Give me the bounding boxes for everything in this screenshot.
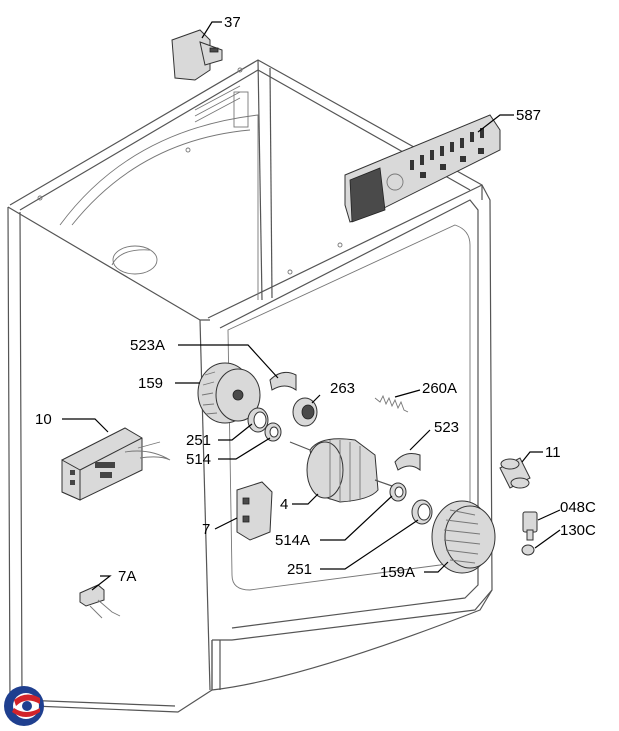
callout-labels: 37 587 523A 159 263 260A 10 251 514 523 … (35, 14, 596, 585)
callout-523A: 523A (130, 337, 165, 354)
part-514A-seal (389, 482, 407, 502)
callout-4: 4 (280, 496, 288, 513)
part-514-seal (264, 422, 282, 442)
part-11-capacitor (499, 457, 531, 489)
callout-514A: 514A (275, 532, 310, 549)
callout-260A: 260A (422, 380, 457, 397)
callout-251-right: 251 (287, 561, 312, 578)
callout-37: 37 (224, 14, 241, 31)
callout-523: 523 (434, 419, 459, 436)
part-37-bracket (171, 29, 223, 81)
part-260A-spring (374, 394, 409, 413)
part-048C-bolt (522, 511, 538, 541)
part-523A-bearing-holder (269, 371, 297, 391)
callout-10: 10 (35, 411, 52, 428)
callout-048C: 048C (560, 499, 596, 516)
callout-587: 587 (516, 107, 541, 124)
part-159A-impeller (431, 500, 496, 574)
part-7A-microswitch (79, 584, 121, 619)
part-263-pulley (292, 397, 318, 427)
part-523-bearing-holder (394, 453, 421, 472)
callout-11: 11 (545, 444, 561, 461)
callout-514-left: 514 (186, 451, 211, 468)
part-251-ring-right (411, 499, 433, 525)
callout-7A: 7A (118, 568, 136, 585)
part-7-switch (236, 481, 273, 541)
callout-263: 263 (330, 380, 355, 397)
leader-lines (62, 21, 561, 591)
brand-logo (4, 686, 44, 726)
callout-159A: 159A (380, 564, 415, 581)
callout-130C: 130C (560, 522, 596, 539)
callout-251-left: 251 (186, 432, 211, 449)
part-251-ring (247, 407, 269, 433)
part-130C-nut (521, 544, 535, 556)
callout-7: 7 (202, 521, 210, 538)
callout-159: 159 (138, 375, 163, 392)
part-159-fan-wheel (197, 362, 261, 424)
part-4-motor (289, 438, 393, 503)
part-10-module (61, 427, 171, 501)
part-587-control-board (344, 114, 501, 223)
